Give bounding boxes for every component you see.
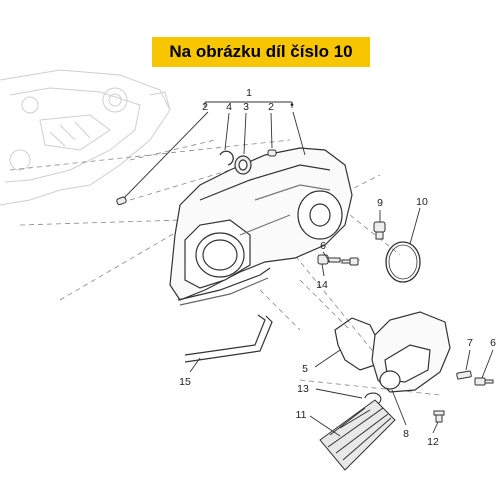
- part-number-label: 5: [302, 363, 308, 375]
- part-number-labels: 1 2 4 3 2 • 9 10 6 14 5 15 13 11 7 6 8 1…: [179, 87, 496, 448]
- screw-part-12: [433, 410, 445, 423]
- highlight-banner: Na obrázku díl číslo 10: [152, 37, 370, 67]
- screw-part-6-right: [474, 377, 494, 386]
- part-number-label: 3: [243, 101, 249, 113]
- part-number-label: 14: [316, 279, 328, 291]
- bent-tube-part-15: [184, 314, 273, 363]
- part-number-label: 8: [403, 428, 409, 440]
- part-number-label: 4: [226, 101, 232, 113]
- part-number-label: 7: [467, 337, 473, 349]
- part-number-label: 10: [416, 196, 428, 208]
- hose-part-11: [319, 399, 396, 471]
- dowel-pin-part-2b: [267, 149, 277, 157]
- bolt-part-7: [456, 370, 472, 380]
- screw-part-14: [317, 254, 341, 265]
- screw-part-6-upper: [341, 257, 359, 266]
- oil-seal-part-3: [234, 155, 252, 175]
- label-leader-lines: [123, 101, 494, 437]
- part-number-label: 12: [427, 436, 439, 448]
- part-number-label: 13: [297, 383, 309, 395]
- assembly-guide-lines: [9, 139, 441, 396]
- part-number-label: 2: [268, 101, 274, 113]
- part-number-label: 2: [202, 101, 208, 113]
- transmission-cover-part: [169, 147, 353, 306]
- dowel-pin-part-2a: [116, 196, 127, 206]
- circlip-part-4: [219, 150, 234, 166]
- engine-background-drawing: [0, 69, 171, 206]
- part-number-label: 15: [179, 376, 191, 388]
- inlet-cover-part-8: [371, 311, 451, 393]
- banner-text: Na obrázku díl číslo 10: [169, 42, 353, 61]
- plug-part-9: [373, 221, 386, 240]
- part-number-label: 1: [246, 87, 252, 99]
- part-number-label: •: [290, 99, 294, 111]
- part-number-label: 9: [377, 197, 383, 209]
- part-number-label: 6: [490, 337, 496, 349]
- gasket-ring-part-10: [385, 241, 421, 283]
- part-number-label: 11: [296, 409, 307, 421]
- part-number-label: 6: [320, 240, 326, 252]
